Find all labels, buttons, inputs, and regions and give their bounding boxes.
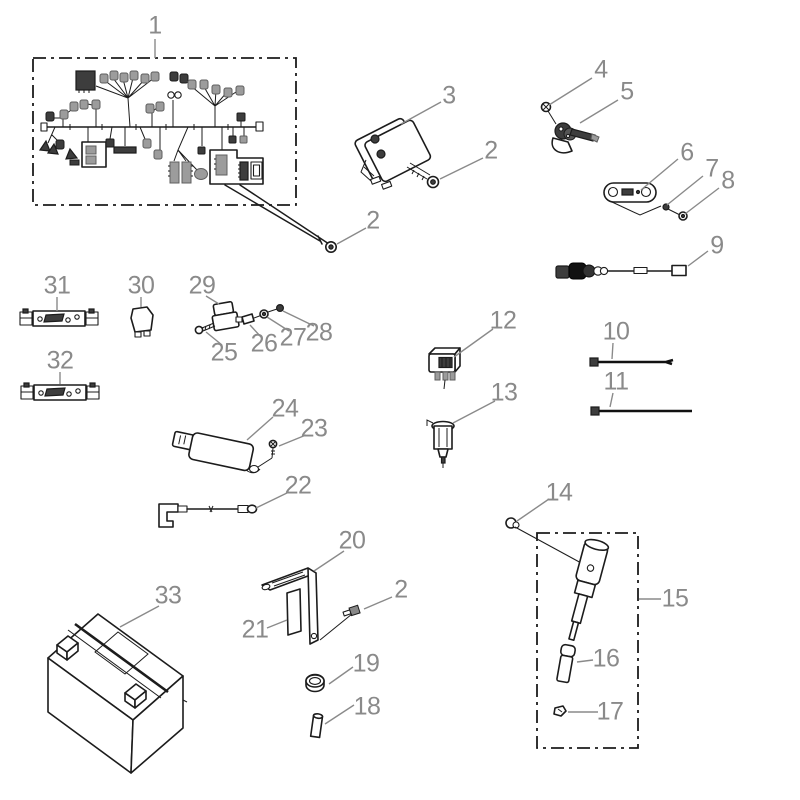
part-1-wiring-harness-drawing [32,57,333,247]
part-28-nut-drawing [276,304,285,313]
part-32-fuse-holder-drawing [20,382,100,401]
part-19-grommet-drawing [305,673,325,693]
part-13-sensor-drawing [426,419,455,468]
part-30-relay-drawing [130,306,154,338]
part-10-cable-tie-drawing [589,357,674,367]
part-15-assembly-box-drawing [536,532,639,749]
part-23-screw-drawing [268,439,278,459]
part-33-battery-drawing [47,613,188,774]
leader-lines [56,39,720,725]
part-4-bolt-drawing [540,101,552,113]
part-16-cap-drawing [556,643,577,684]
part-29-solenoid-drawing [211,300,243,332]
part-14-ring-drawing [505,517,584,565]
part-9-cable-assembly-drawing [555,262,687,280]
part-18-spacer-drawing [309,712,324,739]
part-21-pad-drawing [286,588,302,636]
part-27-washer-drawing [259,308,278,319]
part-26-spacer-drawing [241,313,263,325]
part-25-bolt-drawing [194,322,216,335]
part-11-cable-tie-drawing [590,406,692,416]
part-22-lead-wire-drawing [158,503,258,528]
part-7-screw-drawing [662,203,681,216]
part-5-switch-assembly-drawing [547,110,600,154]
part-spark-plug-cap-drawing [568,538,610,641]
part-24-ignition-coil-drawing [171,430,273,474]
part-3-cdi-unit-drawing [354,117,440,190]
part-12-flasher-relay-drawing [428,347,461,390]
part-6-bracket-plate-drawing [603,182,662,216]
part-20-bracket-drawing [261,567,319,645]
part-2-bolt-c-drawing [319,604,361,641]
part-17-clip-drawing [553,705,567,717]
part-2-bolt-b-drawing [324,241,337,254]
part-31-fuse-holder-drawing [19,308,99,327]
